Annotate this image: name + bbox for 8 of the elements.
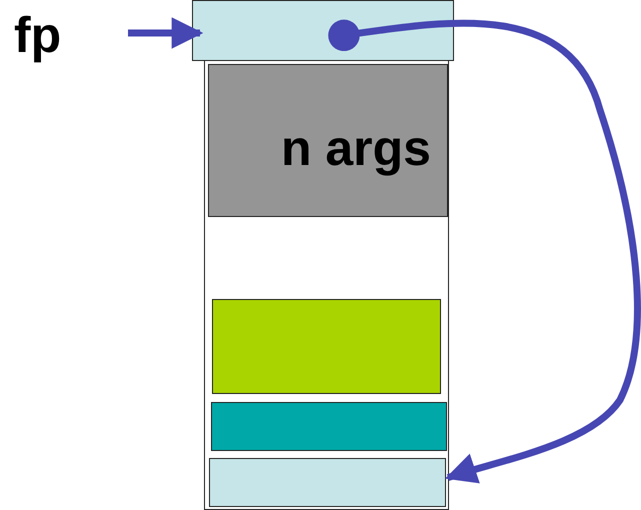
stack-slot: [212, 299, 441, 394]
pointer-label: fp: [14, 10, 62, 60]
stack-slot: [209, 458, 446, 507]
arrow: [128, 17, 204, 49]
arrow: [328, 20, 641, 484]
args-block: [208, 64, 448, 217]
stack-frame: [204, 60, 449, 510]
stack-slot: [211, 402, 447, 451]
